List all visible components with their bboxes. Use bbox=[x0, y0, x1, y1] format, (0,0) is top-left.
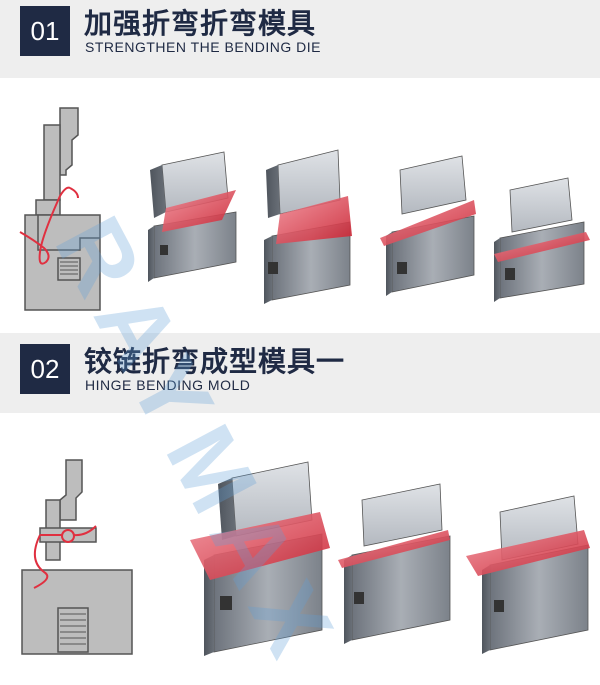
section-1-product-1 bbox=[148, 151, 237, 282]
section-2-header bbox=[0, 333, 600, 413]
section-1-number: 01 bbox=[20, 6, 70, 56]
section-2-die-diagram bbox=[21, 459, 133, 655]
section-2-product-3 bbox=[466, 495, 590, 654]
section-1-product-4 bbox=[494, 177, 590, 302]
section-1-header bbox=[0, 0, 600, 78]
section-2-product-1 bbox=[190, 461, 330, 656]
section-2-product-2 bbox=[338, 483, 451, 644]
section-1-product-3 bbox=[380, 155, 476, 296]
section-2-title-cn: 铰链折弯成型模具一 bbox=[84, 345, 346, 378]
section-1-title-en: STRENGTHEN THE BENDING DIE bbox=[85, 39, 321, 55]
section-1-die-diagram bbox=[19, 107, 101, 311]
section-2-number: 02 bbox=[20, 344, 70, 394]
product-illustrations bbox=[19, 107, 590, 656]
section-1-title-cn: 加强折弯折弯模具 bbox=[84, 7, 317, 40]
section-1-product-2 bbox=[264, 149, 352, 304]
section-2-title-en: HINGE BENDING MOLD bbox=[85, 377, 251, 393]
